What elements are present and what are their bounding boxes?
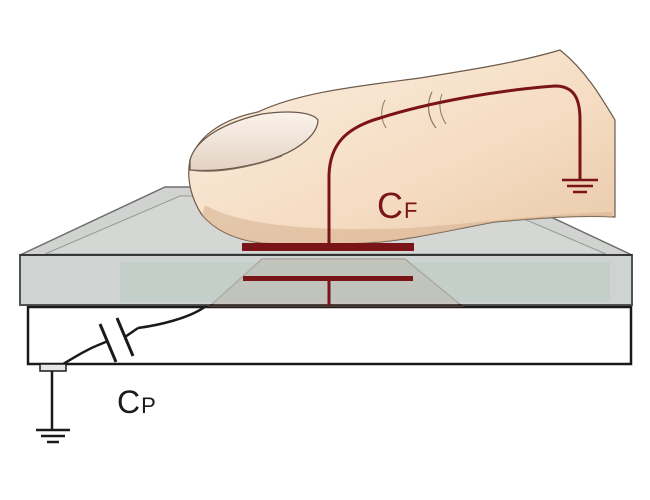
nail-edge — [189, 155, 283, 172]
ground-symbol-icon — [36, 428, 70, 444]
parasitic-wire — [137, 304, 207, 330]
finger-ground-wire — [327, 84, 582, 243]
cp-subscript: P — [141, 393, 156, 418]
sensor-electrode — [243, 276, 413, 281]
ground-pad — [39, 363, 67, 372]
finger — [188, 49, 616, 246]
capacitor-symbol-icon — [95, 317, 139, 363]
cf-subscript: F — [404, 198, 418, 223]
cf-main: C — [377, 185, 403, 226]
finger-crease — [427, 91, 437, 129]
finger-capacitance-label: CF — [377, 188, 417, 224]
cp-main: C — [117, 384, 141, 420]
fingernail — [189, 111, 319, 172]
glass-panel-front-tint — [120, 262, 610, 302]
finger-shadow — [202, 205, 612, 245]
ground-symbol-icon — [562, 178, 598, 194]
parasitic-capacitance-label: CP — [117, 386, 156, 418]
finger-crease — [439, 93, 447, 125]
substrate-base — [26, 305, 633, 366]
finger-electrode — [242, 243, 414, 251]
finger-crease — [381, 99, 387, 129]
